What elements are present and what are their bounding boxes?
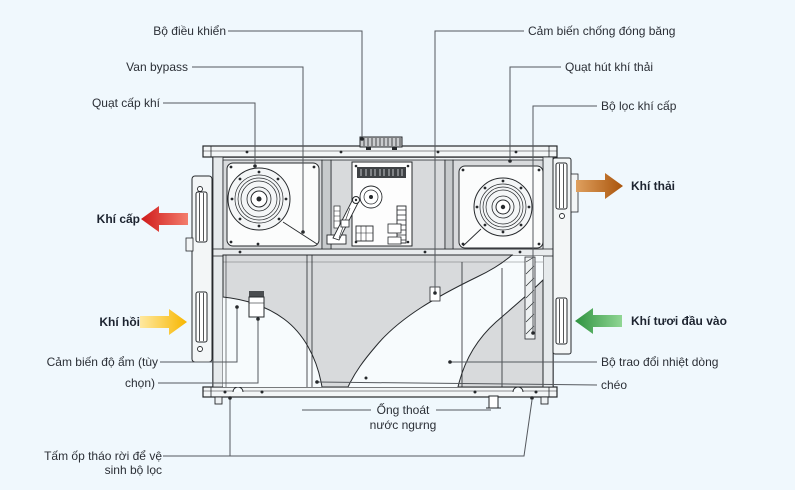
leader-lines: [158, 30, 598, 457]
label-supply-filter: Bộ lọc khí cấp: [601, 99, 677, 113]
condensate-drain-fitting: [486, 395, 501, 409]
leader-access-panel: [163, 399, 533, 457]
supply-air-arrow: [141, 206, 188, 232]
leader-supply-fan: [163, 102, 256, 164]
leader-supply-filter: [532, 105, 597, 332]
control-board-drawing: [351, 136, 413, 247]
label-antifreeze-sensor: Cảm biến chống đóng băng: [528, 24, 676, 38]
label-fresh-air: Khí tươi đầu vào: [631, 314, 727, 328]
heat-exchanger-drawing: [222, 254, 544, 388]
leader-exhaust-fan: [509, 66, 561, 159]
left-duct-flange: [185, 175, 213, 363]
right-duct-flange: [552, 157, 579, 355]
leader-humidity-sensor-1: [160, 308, 238, 363]
label-supply-fan: Quạt cấp khí: [91, 96, 160, 110]
fresh-air-arrow: [575, 308, 622, 334]
label-access-panel-line1: Tấm ốp tháo rời để vệ: [44, 449, 162, 463]
label-humidity-sensor-line1: Cảm biến độ ẩm (tùy: [46, 355, 158, 369]
supply-fan-drawing: [226, 162, 320, 247]
label-exhaust-fan: Quạt hút khí thải: [565, 60, 654, 74]
supply-filter-drawing: [524, 256, 536, 340]
leader-antifreeze-sensor: [434, 30, 524, 292]
label-bypass-valve: Van bypass: [126, 60, 188, 74]
exhaust-fan-drawing: [458, 165, 544, 249]
label-return-air: Khí hồi: [99, 315, 140, 329]
label-condensate-drain-line2: nước ngưng: [369, 418, 437, 432]
label-controller: Bộ điều khiển: [153, 24, 226, 38]
bypass-damper-drawing: [326, 196, 360, 245]
return-air-arrow: [140, 309, 187, 335]
right-margin: [795, 0, 800, 500]
leader-humidity-sensor-2: [158, 320, 259, 384]
label-heat-exchanger-line1: Bộ trao đổi nhiệt dòng: [601, 355, 719, 369]
frame-bolts: [223, 150, 538, 394]
leader-bypass-valve: [192, 66, 304, 232]
leader-controller: [228, 30, 363, 138]
label-supply-air: Khí cấp: [96, 212, 140, 226]
bottom-margin: [0, 490, 800, 500]
humidity-sensor-drawing: [248, 291, 265, 318]
label-access-panel-line2: sinh bộ lọc: [104, 463, 162, 477]
airflow-arrows: [140, 173, 623, 335]
leader-heat-exchanger-2: [316, 381, 598, 386]
label-condensate-drain-line1: Ống thoát: [376, 403, 430, 417]
label-exhaust-air: Khí thải: [631, 179, 675, 193]
leader-endpoint-dots: [228, 137, 535, 400]
exhaust-air-arrow: [576, 173, 623, 199]
label-humidity-sensor-line2: chọn): [124, 376, 155, 390]
label-heat-exchanger-line2: chéo: [601, 378, 628, 392]
